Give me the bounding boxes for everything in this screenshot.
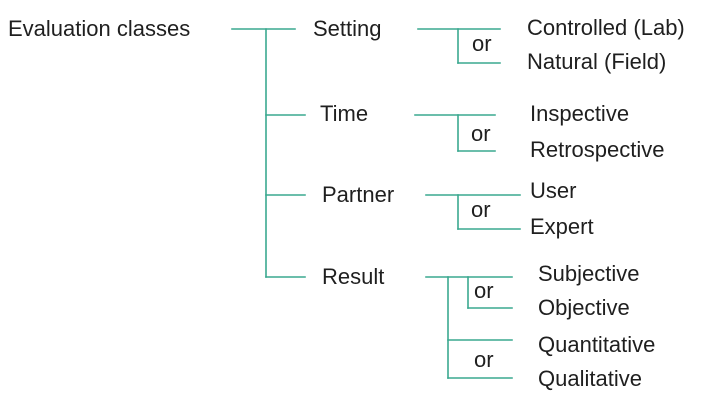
option-controlled-lab: Controlled (Lab) [527, 15, 685, 40]
time-or-connector: or [471, 121, 491, 146]
option-subjective: Subjective [538, 261, 640, 286]
option-user: User [530, 178, 577, 203]
result-group2-or-connector: or [474, 347, 494, 372]
partner-or-connector: or [471, 197, 491, 222]
option-quantitative: Quantitative [538, 332, 656, 357]
option-retrospective: Retrospective [530, 137, 665, 162]
branch-partner-label: Partner [322, 182, 395, 207]
branch-setting-label: Setting [313, 16, 382, 41]
setting-or-connector: or [472, 31, 492, 56]
option-objective: Objective [538, 295, 630, 320]
branch-result-label: Result [322, 264, 385, 289]
branch-time-label: Time [320, 101, 369, 126]
result-group1-or-connector: or [474, 278, 494, 303]
option-qualitative: Qualitative [538, 366, 642, 391]
option-inspective: Inspective [530, 101, 630, 126]
option-expert: Expert [530, 214, 594, 239]
root-label: Evaluation classes [8, 16, 191, 41]
option-natural-field: Natural (Field) [527, 49, 667, 74]
